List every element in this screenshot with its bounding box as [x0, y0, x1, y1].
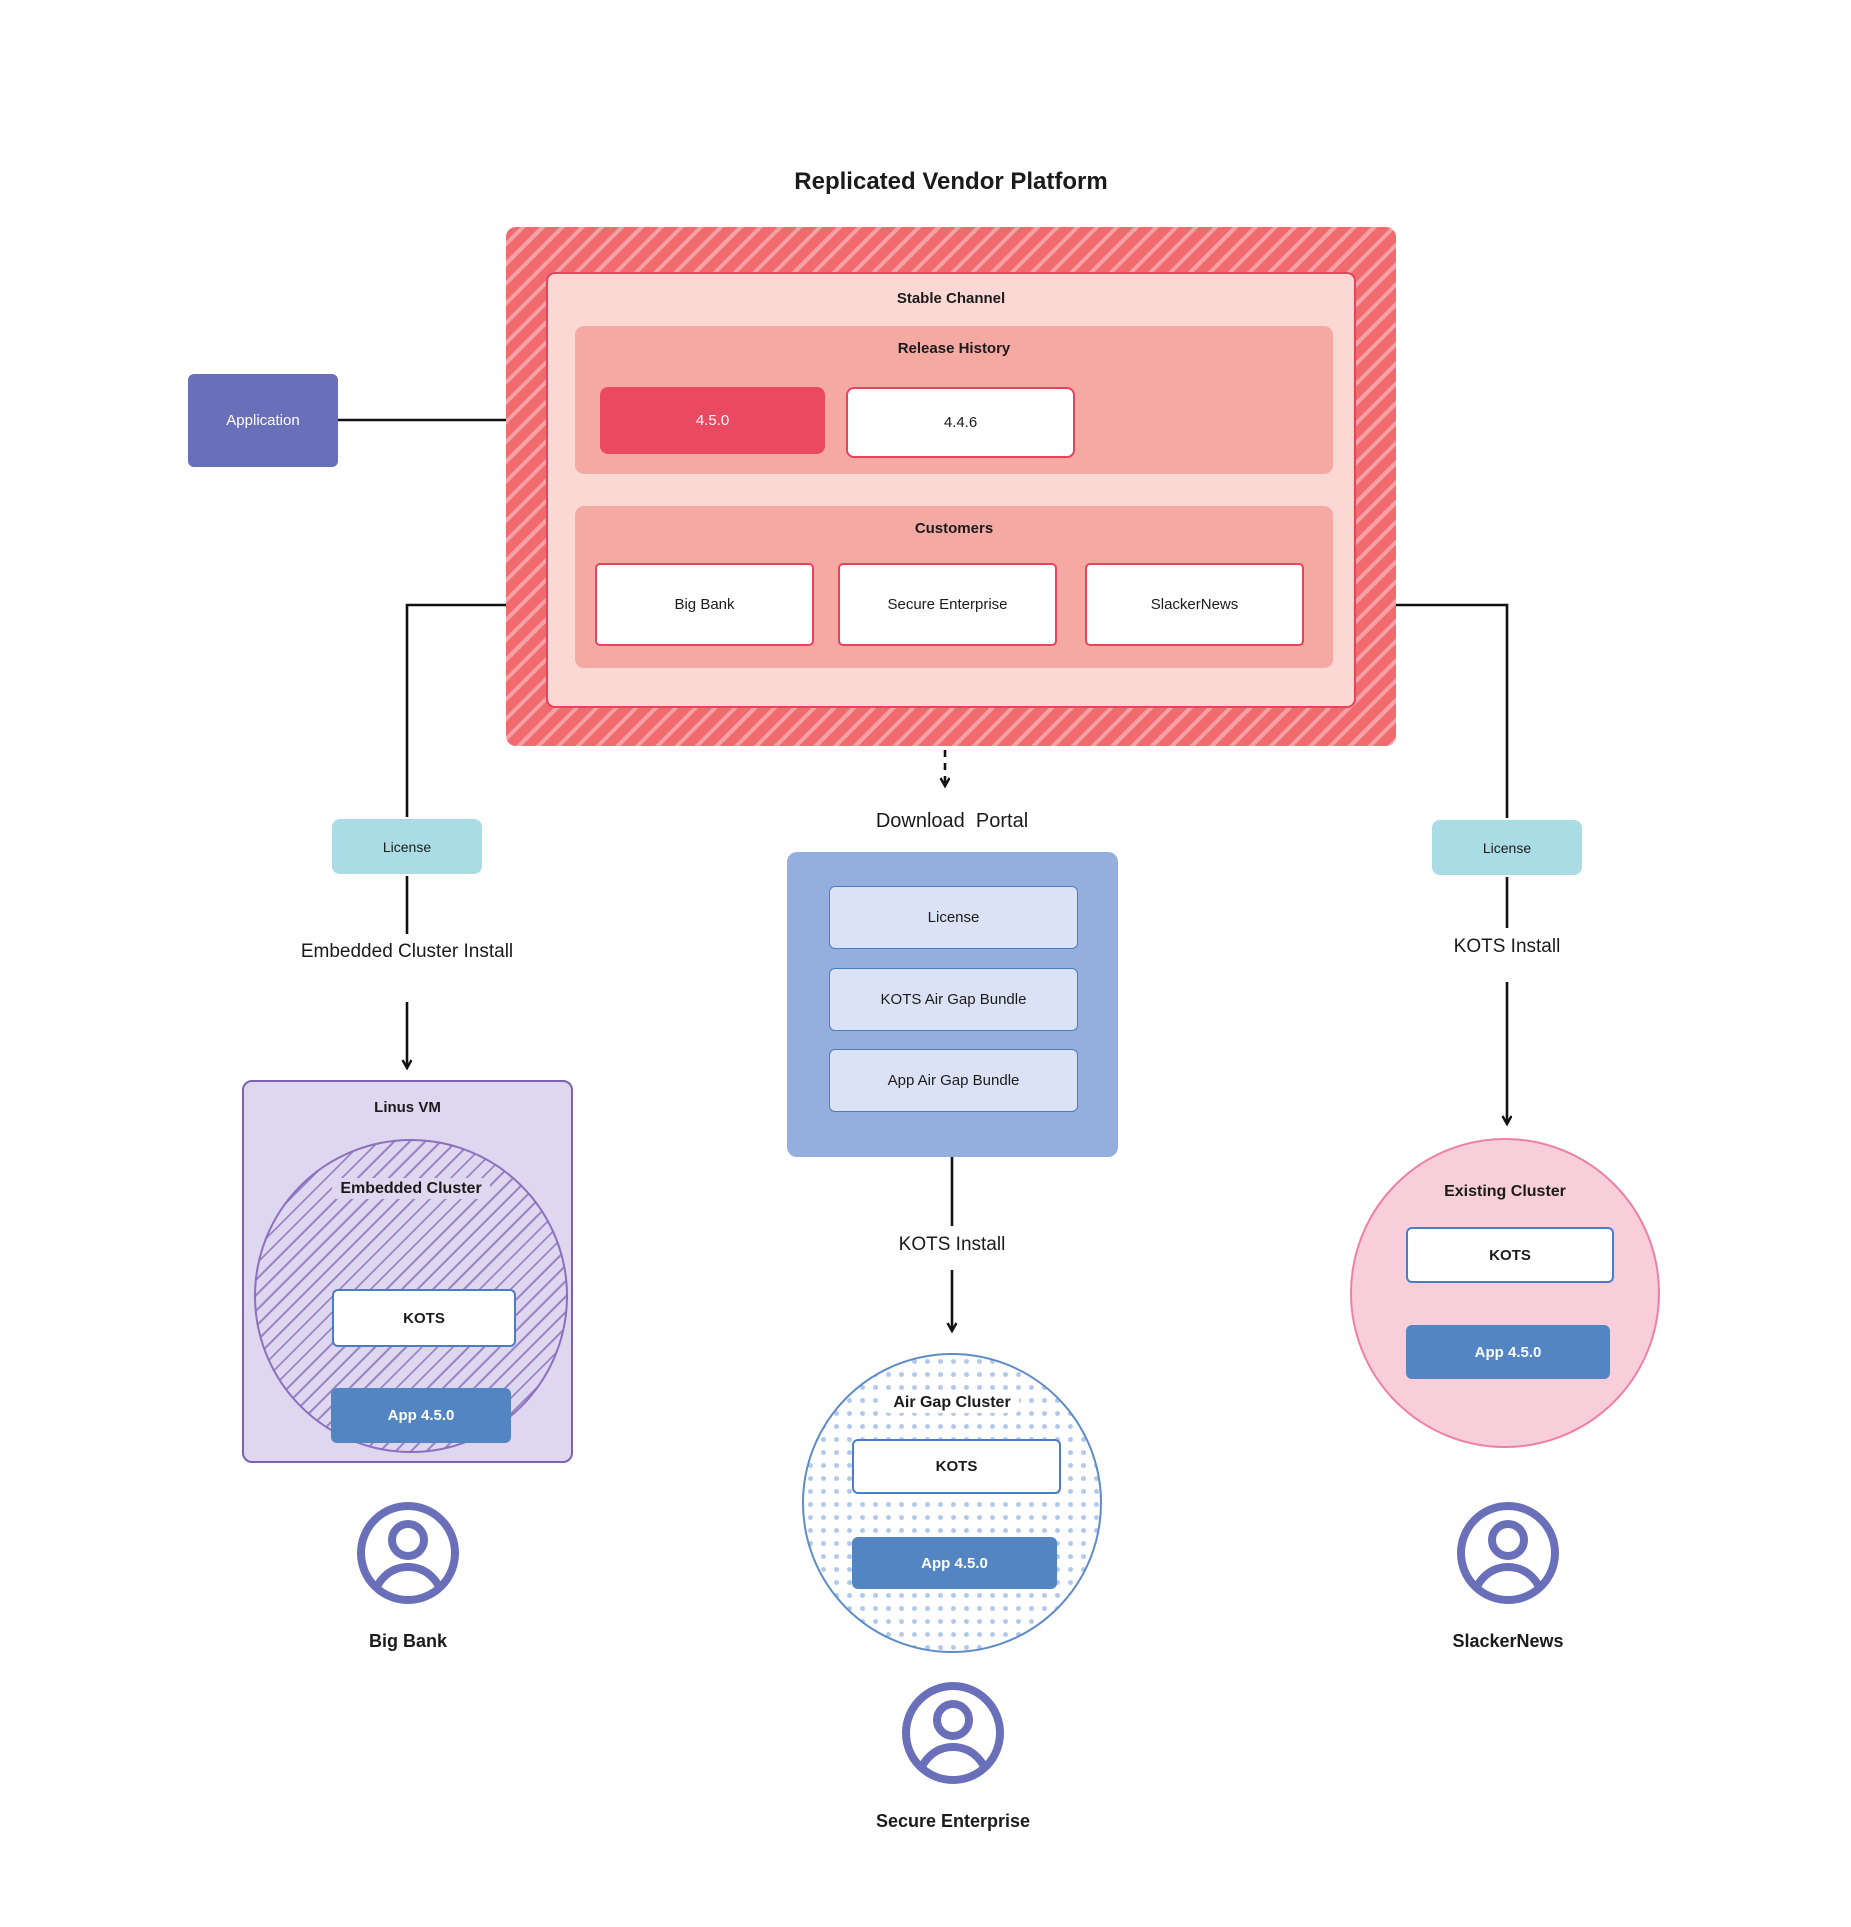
release-version-previous: 4.4.6	[846, 387, 1075, 458]
license-box-right: License	[1432, 820, 1582, 875]
kots-box-left: KOTS	[332, 1289, 516, 1347]
portal-license-box: License	[829, 886, 1078, 949]
release-history-label: Release History	[897, 340, 1011, 357]
portal-app-airgap-bundle-box: App Air Gap Bundle	[829, 1049, 1078, 1112]
release-version-current: 4.5.0	[600, 387, 825, 454]
license-box-left: License	[332, 819, 482, 874]
stable-channel-label: Stable Channel	[896, 290, 1006, 307]
slackernews-label: SlackerNews	[1452, 1631, 1564, 1651]
embedded-cluster-install-label: Embedded Cluster Install	[300, 941, 514, 962]
kots-install-middle-label: KOTS Install	[898, 1234, 1006, 1255]
embedded-cluster-circle: Embedded Cluster KOTS App 4.5.0	[254, 1139, 568, 1453]
customer-secure-enterprise: Secure Enterprise	[838, 563, 1057, 646]
existing-cluster-circle: Existing Cluster KOTS App 4.5.0	[1350, 1138, 1660, 1448]
customers-box: Customers Big Bank Secure Enterprise Sla…	[575, 506, 1333, 668]
linus-vm-box: Linus VM Embedded Cluster KOTS App 4.5.0	[242, 1080, 573, 1463]
download-portal-box: License KOTS Air Gap Bundle App Air Gap …	[787, 852, 1118, 1157]
vendor-platform-box: Stable Channel Release History 4.5.0 4.4…	[506, 227, 1396, 746]
air-gap-cluster-circle: Air Gap Cluster KOTS App 4.5.0	[802, 1353, 1102, 1653]
kots-box-right: KOTS	[1406, 1227, 1614, 1283]
release-history-box: Release History 4.5.0 4.4.6	[575, 326, 1333, 474]
customer-big-bank: Big Bank	[595, 563, 814, 646]
kots-install-right-label: KOTS Install	[1453, 936, 1561, 957]
portal-kots-airgap-bundle-box: KOTS Air Gap Bundle	[829, 968, 1078, 1031]
embedded-cluster-label: Embedded Cluster	[256, 1178, 566, 1199]
customers-label: Customers	[914, 520, 994, 537]
secure-enterprise-label: Secure Enterprise	[875, 1811, 1031, 1831]
page-title: Replicated Vendor Platform	[794, 168, 1108, 195]
linus-vm-label: Linus VM	[374, 1099, 441, 1116]
app-box-right: App 4.5.0	[1406, 1325, 1610, 1379]
customer-slackernews: SlackerNews	[1085, 563, 1304, 646]
stable-channel-box: Stable Channel Release History 4.5.0 4.4…	[546, 272, 1356, 708]
big-bank-person-icon	[357, 1502, 459, 1604]
air-gap-cluster-label: Air Gap Cluster	[804, 1392, 1100, 1413]
kots-box-middle: KOTS	[852, 1439, 1061, 1494]
download-portal-label: Download Portal	[875, 810, 1029, 832]
secure-enterprise-person-icon	[902, 1682, 1004, 1784]
app-box-middle: App 4.5.0	[852, 1537, 1057, 1589]
application-box: Application	[188, 374, 338, 467]
app-box-left: App 4.5.0	[331, 1388, 511, 1443]
big-bank-label: Big Bank	[368, 1631, 447, 1651]
slackernews-person-icon	[1457, 1502, 1559, 1604]
existing-cluster-label: Existing Cluster	[1444, 1183, 1566, 1200]
